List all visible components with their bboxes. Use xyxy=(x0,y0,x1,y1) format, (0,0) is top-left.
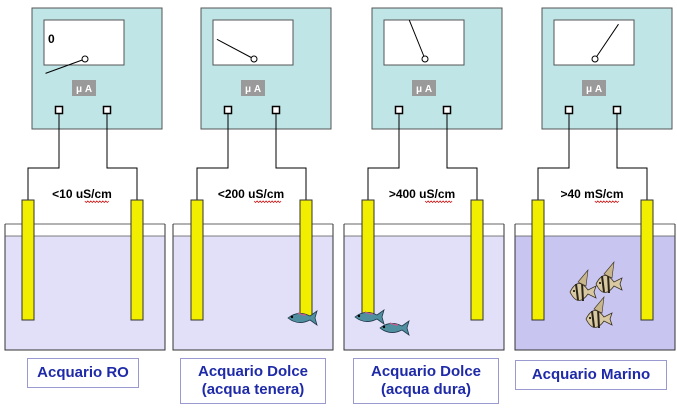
fish-eye xyxy=(290,315,294,319)
meter-needle xyxy=(594,23,619,60)
freshwater-fish-icon xyxy=(287,310,318,326)
needle-pivot xyxy=(591,55,599,63)
terminal-left xyxy=(394,105,404,115)
needle-pivot xyxy=(250,55,258,63)
conductivity-label: <10 uS/cm xyxy=(52,187,112,201)
meter-needle xyxy=(45,58,86,74)
tank-walls xyxy=(514,224,676,351)
unit-label-box xyxy=(72,80,96,96)
station-1: μ A 0 <10 uS/cm xyxy=(4,7,166,351)
wire-left xyxy=(196,114,229,200)
electrode-left xyxy=(361,199,375,321)
caption-line: (acqua tenera) xyxy=(201,381,305,398)
terminal-right xyxy=(612,105,622,115)
needle-pivot xyxy=(421,55,429,63)
angelfish-eye xyxy=(589,317,591,319)
unit-label: μ A xyxy=(76,84,92,95)
terminal-left xyxy=(564,105,574,115)
fish-stripe xyxy=(297,312,307,316)
caption-line: (acqua dura) xyxy=(380,381,471,398)
angelfish-fin xyxy=(577,269,589,287)
wire-right xyxy=(275,114,307,200)
spellcheck-underline xyxy=(424,200,453,204)
fish-body xyxy=(354,309,385,325)
caption-box-3: Acquario Dolce(acqua dura) xyxy=(353,358,499,404)
angelfish-fin xyxy=(603,261,615,279)
meter-needle xyxy=(216,38,255,60)
terminal-right xyxy=(102,105,112,115)
electrode-right xyxy=(130,199,144,321)
station-4: μ A >40 mS/cm xyxy=(514,7,676,351)
caption-box-4: Acquario Marino xyxy=(515,360,667,390)
angelfish-icon xyxy=(585,296,613,329)
tank-walls xyxy=(172,224,334,351)
fish-eye xyxy=(382,325,386,329)
fish-stripe xyxy=(389,322,399,326)
terminal-left xyxy=(223,105,233,115)
electrode-right xyxy=(470,199,484,321)
fish-body xyxy=(379,320,410,336)
electrode-right xyxy=(640,199,654,321)
wire-left xyxy=(367,114,400,200)
caption-box-1: Acquario RO xyxy=(27,358,139,388)
spellcheck-underline xyxy=(84,200,110,204)
conductivity-label: >40 mS/cm xyxy=(560,187,623,201)
conductivity-label: <200 uS/cm xyxy=(218,187,284,201)
caption-line: Acquario Dolce xyxy=(370,363,482,380)
caption-line: Acquario RO xyxy=(37,364,129,381)
wire-left xyxy=(27,114,60,200)
fish-eye xyxy=(357,314,361,318)
wire-left xyxy=(537,114,570,200)
angelfish-stripes xyxy=(575,281,584,302)
angelfish-stripes xyxy=(591,308,600,329)
zero-mark: 0 xyxy=(48,32,55,46)
caption-line: Acquario Dolce xyxy=(197,363,309,380)
angelfish-eye xyxy=(599,282,601,284)
meter-needle xyxy=(408,19,426,60)
unit-label: μ A xyxy=(245,84,261,95)
angelfish-eye xyxy=(573,290,575,292)
tank-walls xyxy=(343,224,505,351)
unit-label: μ A xyxy=(586,84,602,95)
needle-pivot xyxy=(81,55,89,63)
terminal-left xyxy=(54,105,64,115)
station-3: μ A >400 uS/cm xyxy=(343,7,505,351)
caption-line: Acquario Marino xyxy=(531,366,651,383)
spellcheck-underline xyxy=(594,200,620,204)
unit-label: μ A xyxy=(416,84,432,95)
angelfish-icon xyxy=(595,261,623,294)
angelfish-stripes xyxy=(601,273,610,294)
electrode-left xyxy=(21,199,35,321)
unit-label-box xyxy=(582,80,606,96)
unit-label-box xyxy=(412,80,436,96)
tank-walls xyxy=(4,224,166,351)
spellcheck-underline xyxy=(253,200,282,204)
terminal-right xyxy=(271,105,281,115)
wire-right xyxy=(616,114,648,200)
fish-stripe xyxy=(364,311,374,315)
wire-right xyxy=(106,114,138,200)
caption-box-2: Acquario Dolce(acqua tenera) xyxy=(180,358,326,404)
electrode-left xyxy=(190,199,204,321)
unit-label-box xyxy=(241,80,265,96)
wire-right xyxy=(446,114,478,200)
freshwater-fish-icon xyxy=(379,320,410,336)
station-2: μ A <200 uS/cm xyxy=(172,7,334,351)
conductivity-label: >400 uS/cm xyxy=(389,187,455,201)
angelfish-fin xyxy=(593,296,605,314)
electrode-right xyxy=(299,199,313,321)
angelfish-icon xyxy=(569,269,597,302)
electrode-left xyxy=(531,199,545,321)
freshwater-fish-icon xyxy=(354,309,385,325)
terminal-right xyxy=(442,105,452,115)
fish-body xyxy=(287,310,318,326)
